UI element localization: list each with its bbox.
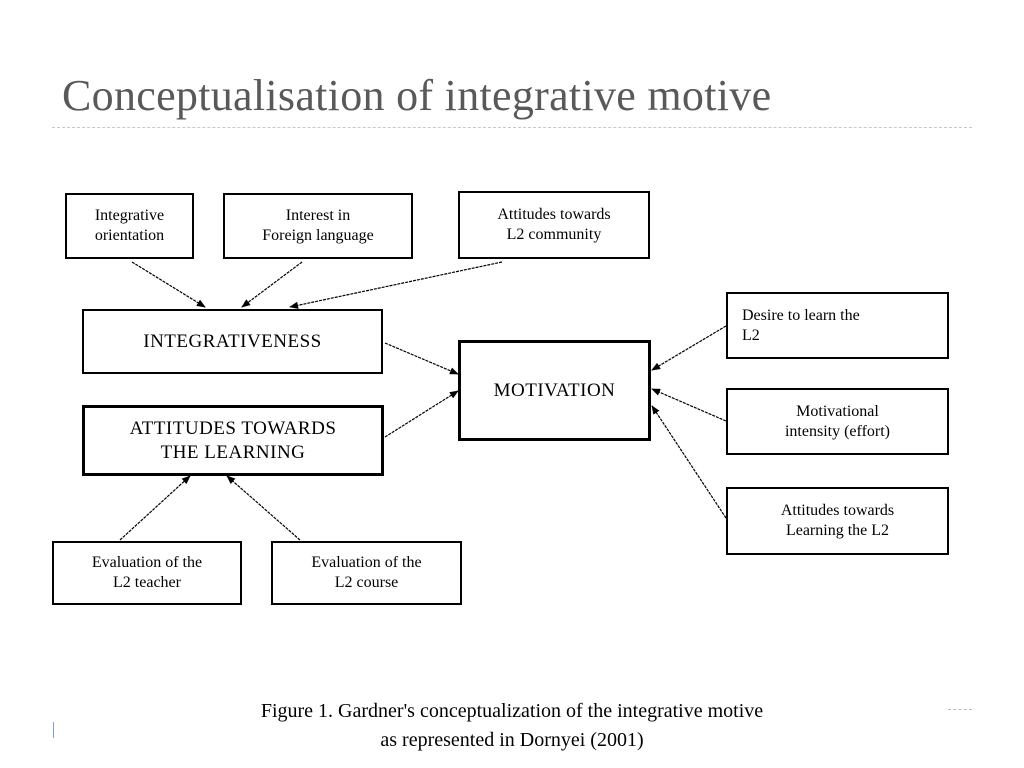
arrow-attitudes-learning-to-motivation: [384, 390, 459, 438]
arrow-interest-to-integrativeness: [241, 261, 303, 308]
arrow-integrativeness-to-motivation: [384, 342, 459, 375]
footer-accent-mark: [53, 722, 54, 738]
arrow-teacher-to-attitudes-learning: [119, 475, 191, 541]
title-divider: [52, 127, 972, 128]
slide-title: Conceptualisation of integrative motive: [62, 71, 772, 120]
box-integrativeness: INTEGRATIVENESS: [82, 309, 383, 374]
arrow-attitudes-l2-to-motivation: [651, 405, 727, 519]
arrow-intensity-to-motivation: [651, 388, 727, 422]
arrow-course-to-attitudes-learning: [226, 475, 301, 541]
figure-caption: Figure 1. Gardner's conceptualization of…: [260, 700, 764, 751]
box-motivation: MOTIVATION: [458, 340, 651, 441]
arrow-community-to-integrativeness: [289, 261, 503, 309]
arrow-desire-to-motivation: [651, 325, 727, 371]
arrow-orientation-to-integrativeness: [131, 261, 206, 308]
footer-divider: [948, 709, 972, 710]
